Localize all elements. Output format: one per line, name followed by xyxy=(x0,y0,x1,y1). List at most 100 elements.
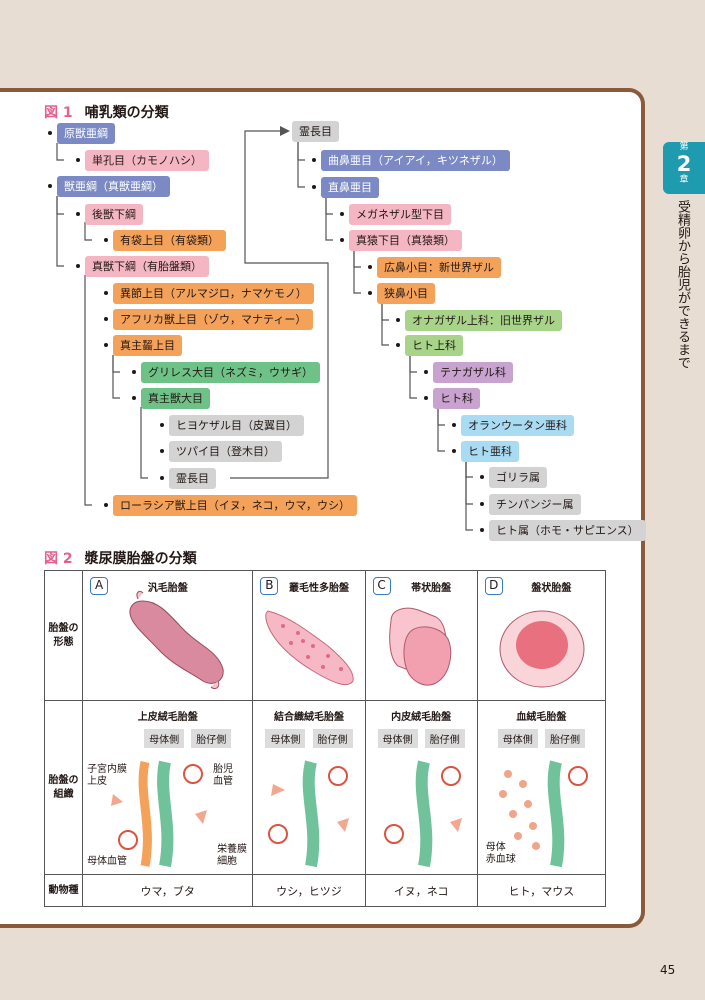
fig2-number: 図 2 xyxy=(44,551,73,567)
node-simiiformes: 真猿下目（真猿類） xyxy=(349,230,462,251)
node-primates: 霊長目 xyxy=(292,121,339,142)
chip-fetal: 胎仔側 xyxy=(312,729,353,748)
bullet xyxy=(160,476,164,480)
node-cercopithecoidea: オナガザル上科：旧世界ザル xyxy=(405,310,562,331)
shape-title-d: 盤状胎盤 xyxy=(531,583,572,594)
bullet xyxy=(76,158,80,162)
node-glires: グリレス大目（ネズミ，ウサギ） xyxy=(141,362,320,383)
chapter-number: 2 xyxy=(676,152,692,176)
tissue-cell-c: 内皮絨毛胎盤 母体側 胎仔側 xyxy=(364,700,478,875)
shape-title-c: 帯状胎盤 xyxy=(411,583,452,594)
chip-maternal: 母体側 xyxy=(265,729,306,748)
zonary-placenta-illustration xyxy=(388,607,451,686)
node-afrotheria: アフリカ獣上目（ゾウ，マナティー） xyxy=(113,309,314,330)
hemochorial-illustration xyxy=(498,760,588,868)
bullet xyxy=(160,423,164,427)
label-trophoblast: 栄養膜 細胞 xyxy=(217,844,248,867)
label-maternal-rbc: 母体 赤血球 xyxy=(485,842,516,865)
bullet xyxy=(312,158,316,162)
page-number: 45 xyxy=(660,963,676,977)
bullet xyxy=(452,423,456,427)
bullet xyxy=(368,265,372,269)
node-scandentia: ツパイ目（登木目） xyxy=(169,441,282,462)
chip-fetal: 胎仔側 xyxy=(191,729,232,748)
chapter-title: 受精卵から胎児ができるまで xyxy=(675,200,690,369)
node-haplorhini: 直鼻亜目 xyxy=(321,177,379,198)
chapter-tab: 第 2 章 xyxy=(663,142,705,194)
bullet xyxy=(48,184,52,188)
letter-d: D xyxy=(484,577,503,595)
fig1-title-text: 哺乳類の分類 xyxy=(84,105,169,121)
animals-b: ウシ，ヒツジ xyxy=(252,874,366,907)
bullet xyxy=(424,370,428,374)
bullet xyxy=(312,185,316,189)
chip-fetal: 胎仔側 xyxy=(424,729,465,748)
node-tarsiiformes: メガネザル型下目 xyxy=(349,204,451,225)
morph-cell-d: D 盤状胎盤 xyxy=(476,570,607,701)
bullet xyxy=(368,291,372,295)
epitheliochorial-illustration xyxy=(111,760,208,868)
node-euarchonta: 真主獣大目 xyxy=(141,388,210,409)
bullet xyxy=(396,318,400,322)
node-ponginae: オランウータン亜科 xyxy=(461,415,574,436)
chip-fetal: 胎仔側 xyxy=(544,729,585,748)
letter-c: C xyxy=(372,577,391,595)
row-header-tissue: 胎盤の 組織 xyxy=(43,700,84,875)
node-marsupialia: 有袋上目（有袋類） xyxy=(113,230,226,251)
bullet xyxy=(76,212,80,216)
chapter-suffix: 章 xyxy=(679,175,689,185)
label-uterine-epithelium: 子宮内膜 上皮 xyxy=(87,764,128,787)
tissue-title-a: 上皮絨毛胎盤 xyxy=(137,712,198,723)
bullet xyxy=(480,475,484,479)
morph-cell-a: A 汎毛胎盤 xyxy=(82,570,254,701)
bullet xyxy=(340,238,344,242)
tissue-title-c: 内皮絨毛胎盤 xyxy=(391,712,452,723)
node-hominidae: ヒト科 xyxy=(433,388,480,409)
endotheliochorial-b-illustration xyxy=(268,760,350,868)
fig2-title-text: 漿尿膜胎盤の分類 xyxy=(84,551,197,567)
tissue-title-d: 血絨毛胎盤 xyxy=(516,712,567,723)
node-strepsirrhini: 曲鼻亜目（アイアイ，キツネザル） xyxy=(321,150,510,171)
label-fetal-vessel: 胎児 血管 xyxy=(213,764,234,787)
bullet xyxy=(104,503,108,507)
node-theria: 獣亜綱（真獣亜綱） xyxy=(57,176,170,197)
tissue-title-b: 結合織絨毛胎盤 xyxy=(273,712,344,723)
morph-cell-b: B 叢毛性多胎盤 xyxy=(252,570,366,701)
row-header-morph: 胎盤の 形態 xyxy=(43,570,84,701)
bullet xyxy=(104,238,108,242)
bullet xyxy=(76,264,80,268)
node-euarchontoglires: 真主齧上目 xyxy=(113,335,182,356)
letter-a: A xyxy=(90,577,109,595)
node-xenarthra: 異節上目（アルマジロ，ナマケモノ） xyxy=(113,283,314,304)
animals-d: ヒト，マウス xyxy=(476,874,607,907)
discoid-placenta-illustration xyxy=(499,610,585,688)
bullet xyxy=(396,343,400,347)
shape-title-a: 汎毛胎盤 xyxy=(147,583,188,594)
animals-a: ウマ，ブタ xyxy=(82,874,254,907)
bullet xyxy=(104,291,108,295)
bullet xyxy=(480,528,484,532)
chip-maternal: 母体側 xyxy=(377,729,418,748)
tissue-cell-a: 上皮絨毛胎盤 母体側 胎仔側 子宮内膜 上皮 胎児 血管 母体血管 栄養膜 細胞 xyxy=(82,700,254,875)
chip-maternal: 母体側 xyxy=(144,729,185,748)
row-header-animal: 動物種 xyxy=(43,874,84,907)
label-maternal-vessel: 母体血管 xyxy=(87,856,128,867)
bullet xyxy=(452,449,456,453)
node-laurasiatheria: ローラシア獣上目（イヌ，ネコ，ウマ，ウシ） xyxy=(113,495,358,516)
morph-cell-c: C 帯状胎盤 xyxy=(364,570,478,701)
placenta-table: 胎盤の 形態 A 汎毛胎盤 B 叢毛性多胎盤 xyxy=(43,570,607,907)
node-dermoptera: ヒヨケザル目（皮翼目） xyxy=(169,415,304,436)
node-eutheria: 真獣下綱（有胎盤類） xyxy=(85,256,209,277)
node-primates-left: 霊長目 xyxy=(169,468,216,489)
node-catarrhini: 狭鼻小目 xyxy=(377,283,435,304)
node-hylobatidae: テナガザル科 xyxy=(433,362,513,383)
node-monotremata: 単孔目（カモノハシ） xyxy=(85,150,209,171)
node-homo: ヒト属（ホモ・サピエンス） xyxy=(489,520,646,541)
node-prototheria: 原獣亜綱 xyxy=(57,123,115,144)
node-metatheria: 後獣下綱 xyxy=(85,204,143,225)
node-pan: チンパンジー属 xyxy=(489,494,581,515)
bullet xyxy=(104,317,108,321)
